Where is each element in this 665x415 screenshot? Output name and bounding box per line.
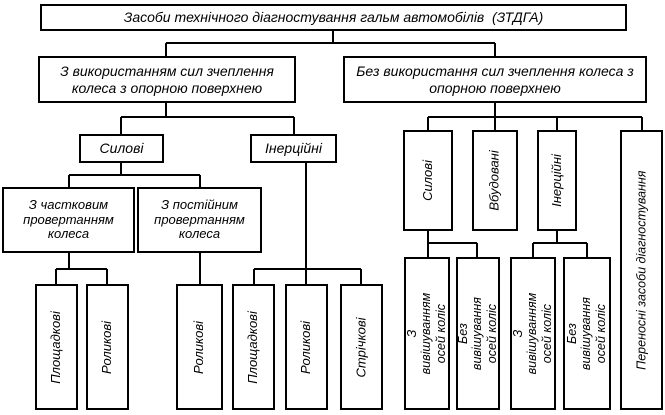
force-node: Силові <box>79 134 164 163</box>
leaf-inertial-with-lifting-label: З вивішуванням осей коліс <box>511 292 555 375</box>
leaf-force-with-lifting-label: З вивішуванням осей коліс <box>405 292 449 375</box>
leaf-force-with-lifting: З вивішуванням осей коліс <box>404 257 450 410</box>
constant-rotation-node: З постійним провертанням колеса <box>137 187 262 253</box>
leaf-partial-platform-label: Площадкові <box>48 310 64 384</box>
diagram-title: Засоби технічного діагностування гальм а… <box>40 4 627 31</box>
right-force-node: Силові <box>403 130 453 231</box>
leaf-constant-roller-label: Роликові <box>191 320 207 374</box>
leaf-inertial-with-lifting: З вивішуванням осей коліс <box>510 257 556 410</box>
partial-rotation-label: З частковим провертанням колеса <box>23 196 114 242</box>
right-inertial-node: Інерційні <box>537 130 577 231</box>
portable-node: Переносні засоби діагностування <box>620 130 663 410</box>
portable-label: Переносні засоби діагностування <box>634 170 649 370</box>
with-adhesion-label: З використанням сил зчеплення колеса з о… <box>60 63 274 96</box>
diagram-title-text: Засоби технічного діагностування гальм а… <box>123 9 544 26</box>
leaf-constant-roller: Роликові <box>176 284 223 410</box>
right-force-label: Силові <box>419 160 435 201</box>
right-inertial-label: Інерційні <box>548 154 564 207</box>
builtin-node: Вбудовані <box>472 130 518 231</box>
partial-rotation-node: З частковим провертанням колеса <box>2 187 135 253</box>
inertial-label: Інерційні <box>265 140 322 157</box>
constant-rotation-label: З постійним провертанням колеса <box>154 196 245 242</box>
leaf-inertial-without-lifting-label: Без вивішування осей коліс <box>565 296 609 371</box>
leaf-partial-roller-label: Роликові <box>99 320 115 374</box>
leaf-inertial-belt: Стрічкові <box>340 284 383 410</box>
leaf-force-without-lifting: Без вивішування осей коліс <box>456 257 500 410</box>
leaf-inertial-without-lifting: Без вивішування осей коліс <box>563 257 611 410</box>
leaf-inertial-roller-label: Роликові <box>298 320 314 374</box>
leaf-inertial-belt-label: Стрічкові <box>353 317 369 377</box>
leaf-partial-roller: Роликові <box>86 284 129 410</box>
force-label: Силові <box>99 140 144 157</box>
leaf-inertial-platform-label: Площадкові <box>245 310 261 384</box>
builtin-label: Вбудовані <box>486 150 502 211</box>
with-adhesion-node: З використанням сил зчеплення колеса з о… <box>38 56 296 103</box>
without-adhesion-node: Без використання сил зчеплення колеса з … <box>343 56 647 103</box>
leaf-inertial-roller: Роликові <box>285 284 328 410</box>
leaf-partial-platform: Площадкові <box>35 284 78 410</box>
leaf-force-without-lifting-label: Без вивішування осей коліс <box>456 296 500 371</box>
inertial-node: Інерційні <box>250 134 337 163</box>
leaf-inertial-platform: Площадкові <box>232 284 275 410</box>
without-adhesion-label: Без використання сил зчеплення колеса з … <box>356 63 634 96</box>
